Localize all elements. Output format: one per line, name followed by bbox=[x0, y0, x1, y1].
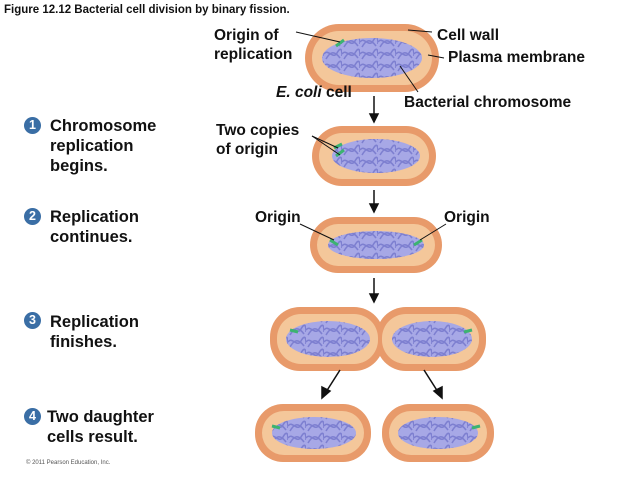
callout-origin-right bbox=[419, 223, 447, 241]
callout-lines bbox=[295, 29, 447, 241]
step-1-text: Chromosome replication begins. bbox=[50, 117, 157, 175]
arrow-4-left bbox=[325, 369, 341, 393]
callout-plasma-membrane bbox=[427, 54, 445, 59]
origin-marker bbox=[333, 142, 345, 158]
cell-step2 bbox=[310, 217, 442, 273]
origin-marker-left bbox=[329, 238, 339, 247]
label-two-copies-of-origin: Two copies of origin bbox=[216, 122, 300, 158]
origin-marker bbox=[271, 424, 281, 430]
daughter-cell-left bbox=[255, 404, 371, 462]
step-4-badge: 4 bbox=[24, 408, 41, 425]
step-3-text: Replication finishes. bbox=[50, 313, 139, 351]
cell-initial bbox=[305, 24, 439, 92]
callout-origin bbox=[295, 31, 341, 43]
label-origin-left: Origin bbox=[255, 209, 301, 226]
figure-caption: Figure 12.12 Bacterial cell division by … bbox=[4, 4, 290, 16]
step-1-badge: 1 bbox=[24, 117, 41, 134]
daughter-cell-right bbox=[382, 404, 494, 462]
origin-marker-left bbox=[289, 328, 299, 334]
label-ecoli-cell: E. coli cell bbox=[276, 83, 352, 102]
cell-step1 bbox=[312, 126, 436, 186]
callout-origin-left bbox=[299, 223, 335, 241]
arrow-4-right bbox=[423, 369, 439, 393]
label-bacterial-chromosome: Bacterial chromosome bbox=[404, 94, 572, 111]
copyright-notice: © 2011 Pearson Education, Inc. bbox=[26, 460, 111, 466]
origin-marker bbox=[335, 38, 345, 48]
callout-cell-wall bbox=[407, 29, 433, 33]
label-cell-wall: Cell wall bbox=[437, 27, 500, 44]
origin-marker bbox=[471, 424, 481, 430]
label-plasma-membrane: Plasma membrane bbox=[448, 49, 585, 66]
label-ecoli-species: E. coli bbox=[276, 84, 322, 101]
label-origin-right: Origin bbox=[444, 209, 490, 226]
callout-two-copies-b bbox=[311, 135, 341, 156]
step-2-text: Replication continues. bbox=[50, 208, 139, 246]
cell-step3 bbox=[270, 307, 486, 371]
label-ecoli-suffix: cell bbox=[321, 84, 352, 101]
step-3-badge: 3 bbox=[24, 312, 41, 329]
step-4-text: Two daughter cells result. bbox=[47, 408, 154, 446]
step-2-badge: 2 bbox=[24, 208, 41, 225]
label-origin-of-replication: Origin of replication bbox=[214, 27, 293, 63]
callout-two-copies-a bbox=[311, 135, 339, 149]
callout-chromosome bbox=[399, 65, 419, 93]
origin-marker-right bbox=[413, 238, 423, 247]
origin-marker-right bbox=[463, 328, 473, 334]
process-arrows bbox=[321, 96, 443, 400]
